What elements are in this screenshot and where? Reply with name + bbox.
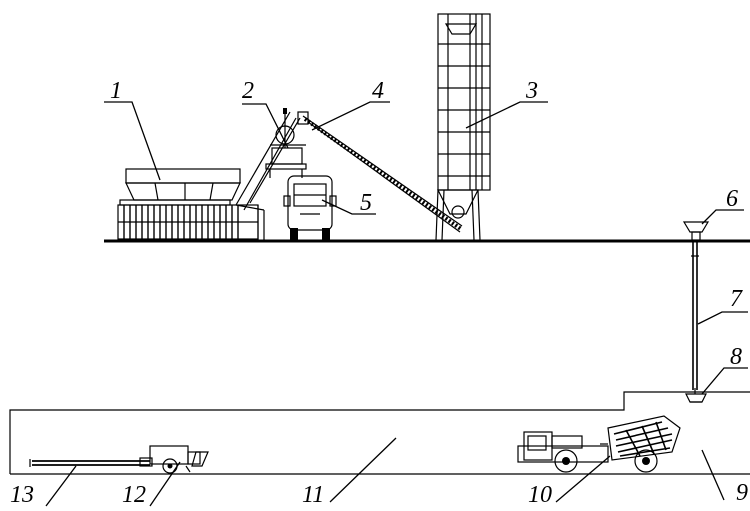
callout-1: 1 bbox=[110, 78, 122, 104]
mixer-truck-underground bbox=[517, 415, 681, 473]
concrete-pump bbox=[139, 445, 209, 474]
callout-8: 8 bbox=[730, 344, 742, 370]
leader-6 bbox=[701, 209, 744, 225]
callout-9: 9 bbox=[736, 480, 748, 506]
surface-receiving-hopper bbox=[682, 221, 710, 241]
callout-3: 3 bbox=[525, 78, 538, 104]
callout-11: 11 bbox=[302, 482, 324, 508]
leader-13 bbox=[45, 465, 77, 507]
leader-12 bbox=[149, 461, 181, 507]
callout-4: 4 bbox=[372, 78, 384, 104]
callout-6: 6 bbox=[726, 186, 738, 212]
mixing-unit bbox=[235, 108, 307, 240]
leader-11 bbox=[329, 437, 397, 503]
leader-9 bbox=[701, 449, 725, 501]
leader-2 bbox=[242, 103, 289, 149]
underground-drift bbox=[9, 391, 750, 475]
delivery-pipeline bbox=[29, 459, 150, 467]
callout-7: 7 bbox=[730, 286, 743, 312]
callout-10: 10 bbox=[528, 482, 552, 508]
leader-1 bbox=[104, 101, 161, 181]
callout-12: 12 bbox=[122, 482, 146, 508]
callout-labels: 1 2 3 4 5 6 7 8 9 10 11 12 13 bbox=[10, 78, 748, 508]
leader-5 bbox=[321, 199, 376, 215]
callout-2: 2 bbox=[242, 78, 254, 104]
mixer-truck-surface bbox=[283, 175, 337, 240]
leader-8 bbox=[701, 367, 748, 395]
aggregate-bins bbox=[117, 168, 259, 240]
leader-10 bbox=[555, 455, 611, 503]
leader-4 bbox=[311, 101, 390, 131]
leader-3 bbox=[465, 101, 548, 129]
underground-receiving-hopper bbox=[685, 388, 707, 403]
leader-7 bbox=[697, 311, 748, 325]
callout-5: 5 bbox=[360, 190, 372, 216]
vertical-pipeline bbox=[691, 242, 699, 390]
screw-conveyor bbox=[297, 111, 463, 233]
cement-silo bbox=[435, 13, 491, 241]
leader-lines bbox=[45, 101, 748, 507]
callout-13: 13 bbox=[10, 482, 34, 508]
